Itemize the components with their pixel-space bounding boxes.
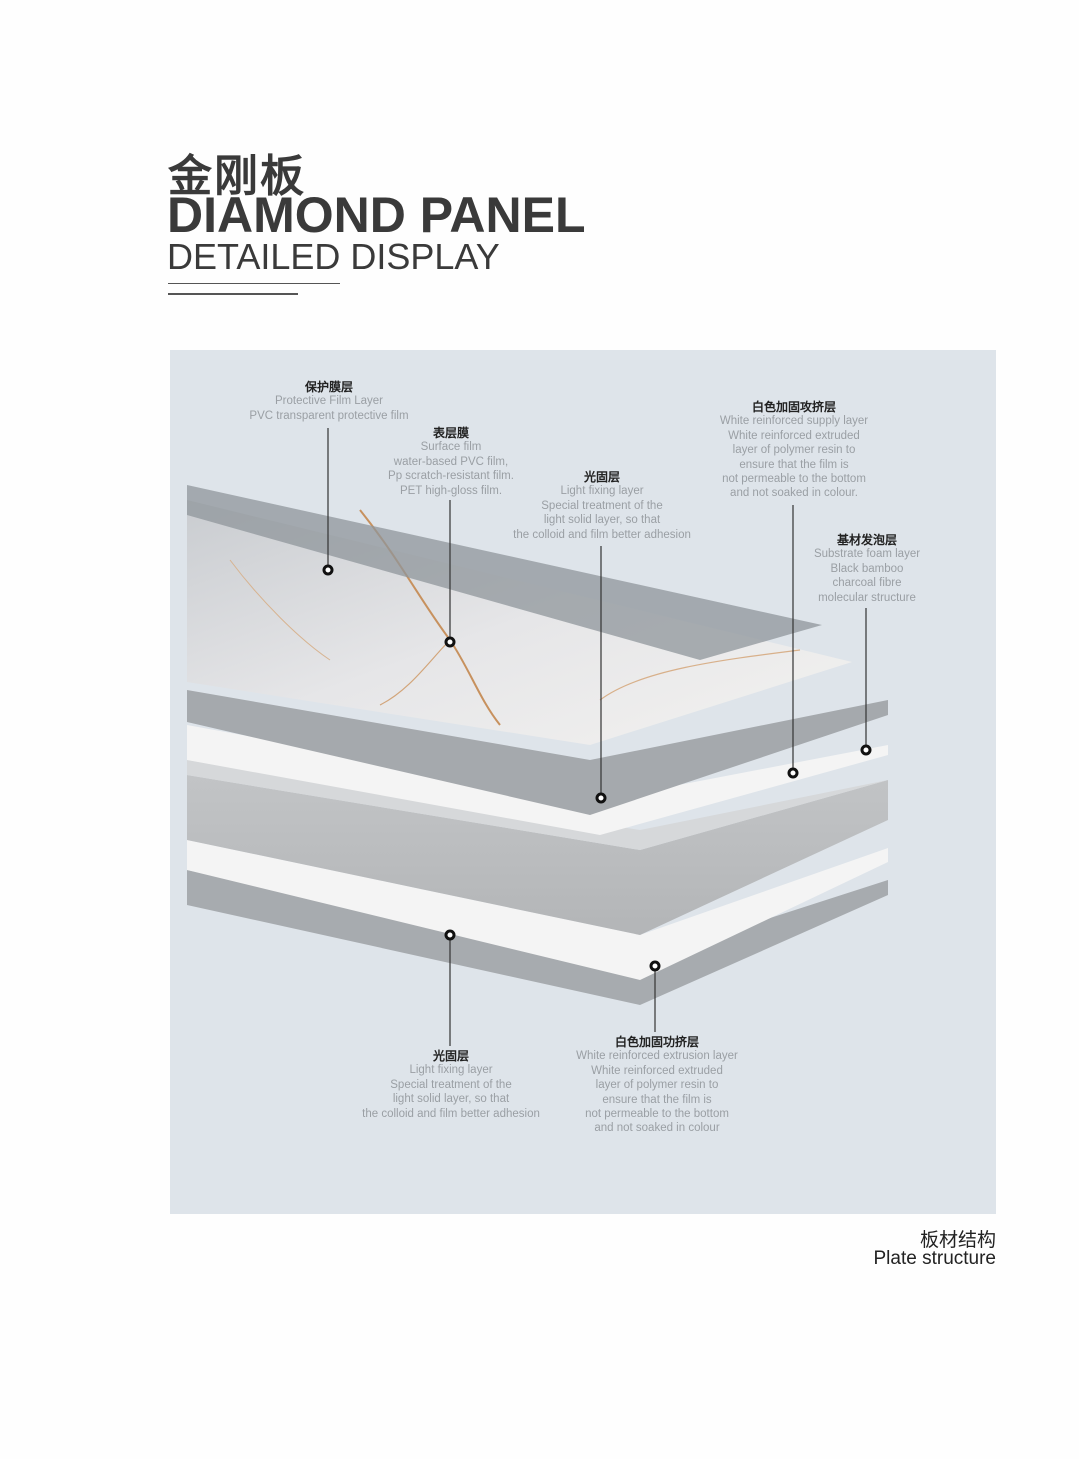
marker-dot (444, 636, 456, 648)
layer-light-fixing (187, 690, 888, 815)
title-chinese: 金刚板 (168, 152, 306, 201)
label-line: Special treatment of the (390, 1078, 512, 1091)
layer-bottom-light-fixing (187, 870, 888, 1005)
label-white-reinforced-supply: 白色加固攻挤层 White reinforced supply layer Wh… (720, 400, 868, 501)
label-line: layer of polymer resin to (732, 444, 856, 457)
marker-dot (322, 564, 334, 576)
label-surface-film: 表层膜 Surface film water-based PVC film, P… (388, 426, 514, 498)
label-line: not permeable to the bottom (585, 1108, 729, 1121)
subtitle: DETAILED DISPLAY (167, 236, 500, 277)
marker-dot (649, 960, 661, 972)
label-title: 白色加固攻挤层 (751, 400, 837, 414)
label-line: PET high-gloss film. (399, 484, 503, 497)
label-white-reinforced-extrusion: 白色加固功挤层 White reinforced extrusion layer… (576, 1035, 738, 1136)
label-line: White reinforced extrusion layer (576, 1050, 738, 1063)
label-light-fixing-bottom: 光固层 Light fixing layer Special treatment… (362, 1049, 540, 1121)
label-line: the colloid and film better adhesion (513, 528, 691, 541)
label-line: Light fixing layer (409, 1064, 493, 1077)
caption-english: Plate structure (873, 1248, 997, 1269)
label-line: Black bamboo (830, 562, 904, 575)
label-line: Protective Film Layer (274, 395, 383, 408)
label-line: molecular structure (818, 591, 916, 604)
label-line: PVC transparent protective film (249, 409, 409, 422)
label-line: charcoal fibre (832, 577, 902, 590)
layer-foam (187, 775, 888, 935)
label-line: ensure that the film is (602, 1093, 712, 1106)
label-title: 光固层 (432, 1049, 470, 1063)
label-title: 白色加固功挤层 (614, 1035, 699, 1049)
label-line: Substrate foam layer (813, 548, 921, 561)
label-title: 保护膜层 (304, 380, 353, 394)
label-line: layer of polymer resin to (595, 1079, 719, 1092)
label-line: not permeable to the bottom (722, 473, 866, 486)
label-line: Light fixing layer (560, 485, 644, 498)
label-line: light solid layer, so that (392, 1093, 510, 1106)
label-substrate-foam: 基材发泡层 Substrate foam layer Black bamboo … (814, 533, 920, 605)
label-title: 光固层 (583, 470, 621, 484)
layer-bottom-white-extrusion (187, 840, 888, 980)
marker-dot (787, 767, 799, 779)
label-protective-film: 保护膜层 Protective Film Layer PVC transpare… (249, 380, 408, 423)
label-line: water-based PVC film, (393, 455, 509, 468)
label-line: ensure that the film is (739, 458, 849, 471)
marker-dot (595, 792, 607, 804)
divider (168, 293, 298, 295)
label-line: Pp scratch-resistant film. (388, 470, 514, 483)
label-line: White reinforced extruded (591, 1064, 723, 1077)
label-line: light solid layer, so that (543, 514, 661, 527)
title-english: DIAMOND PANEL (167, 187, 586, 243)
layer-white-reinforced (187, 725, 888, 835)
label-line: White reinforced supply layer (719, 415, 869, 428)
label-title: 基材发泡层 (836, 533, 898, 547)
layer-protective-film (187, 485, 822, 660)
divider (168, 283, 340, 284)
label-light-fixing-top: 光固层 Light fixing layer Special treatment… (513, 470, 691, 542)
label-line: the colloid and film better adhesion (362, 1107, 540, 1120)
marker-dot (860, 744, 872, 756)
marker-dot (444, 929, 456, 941)
label-line: and not soaked in colour (594, 1122, 720, 1135)
label-line: White reinforced extruded (728, 429, 860, 442)
label-line: Surface film (420, 441, 482, 454)
label-line: and not soaked in colour. (730, 487, 858, 500)
caption-chinese: 板材结构 (919, 1230, 996, 1251)
label-title: 表层膜 (432, 426, 469, 440)
label-line: Special treatment of the (541, 499, 663, 512)
